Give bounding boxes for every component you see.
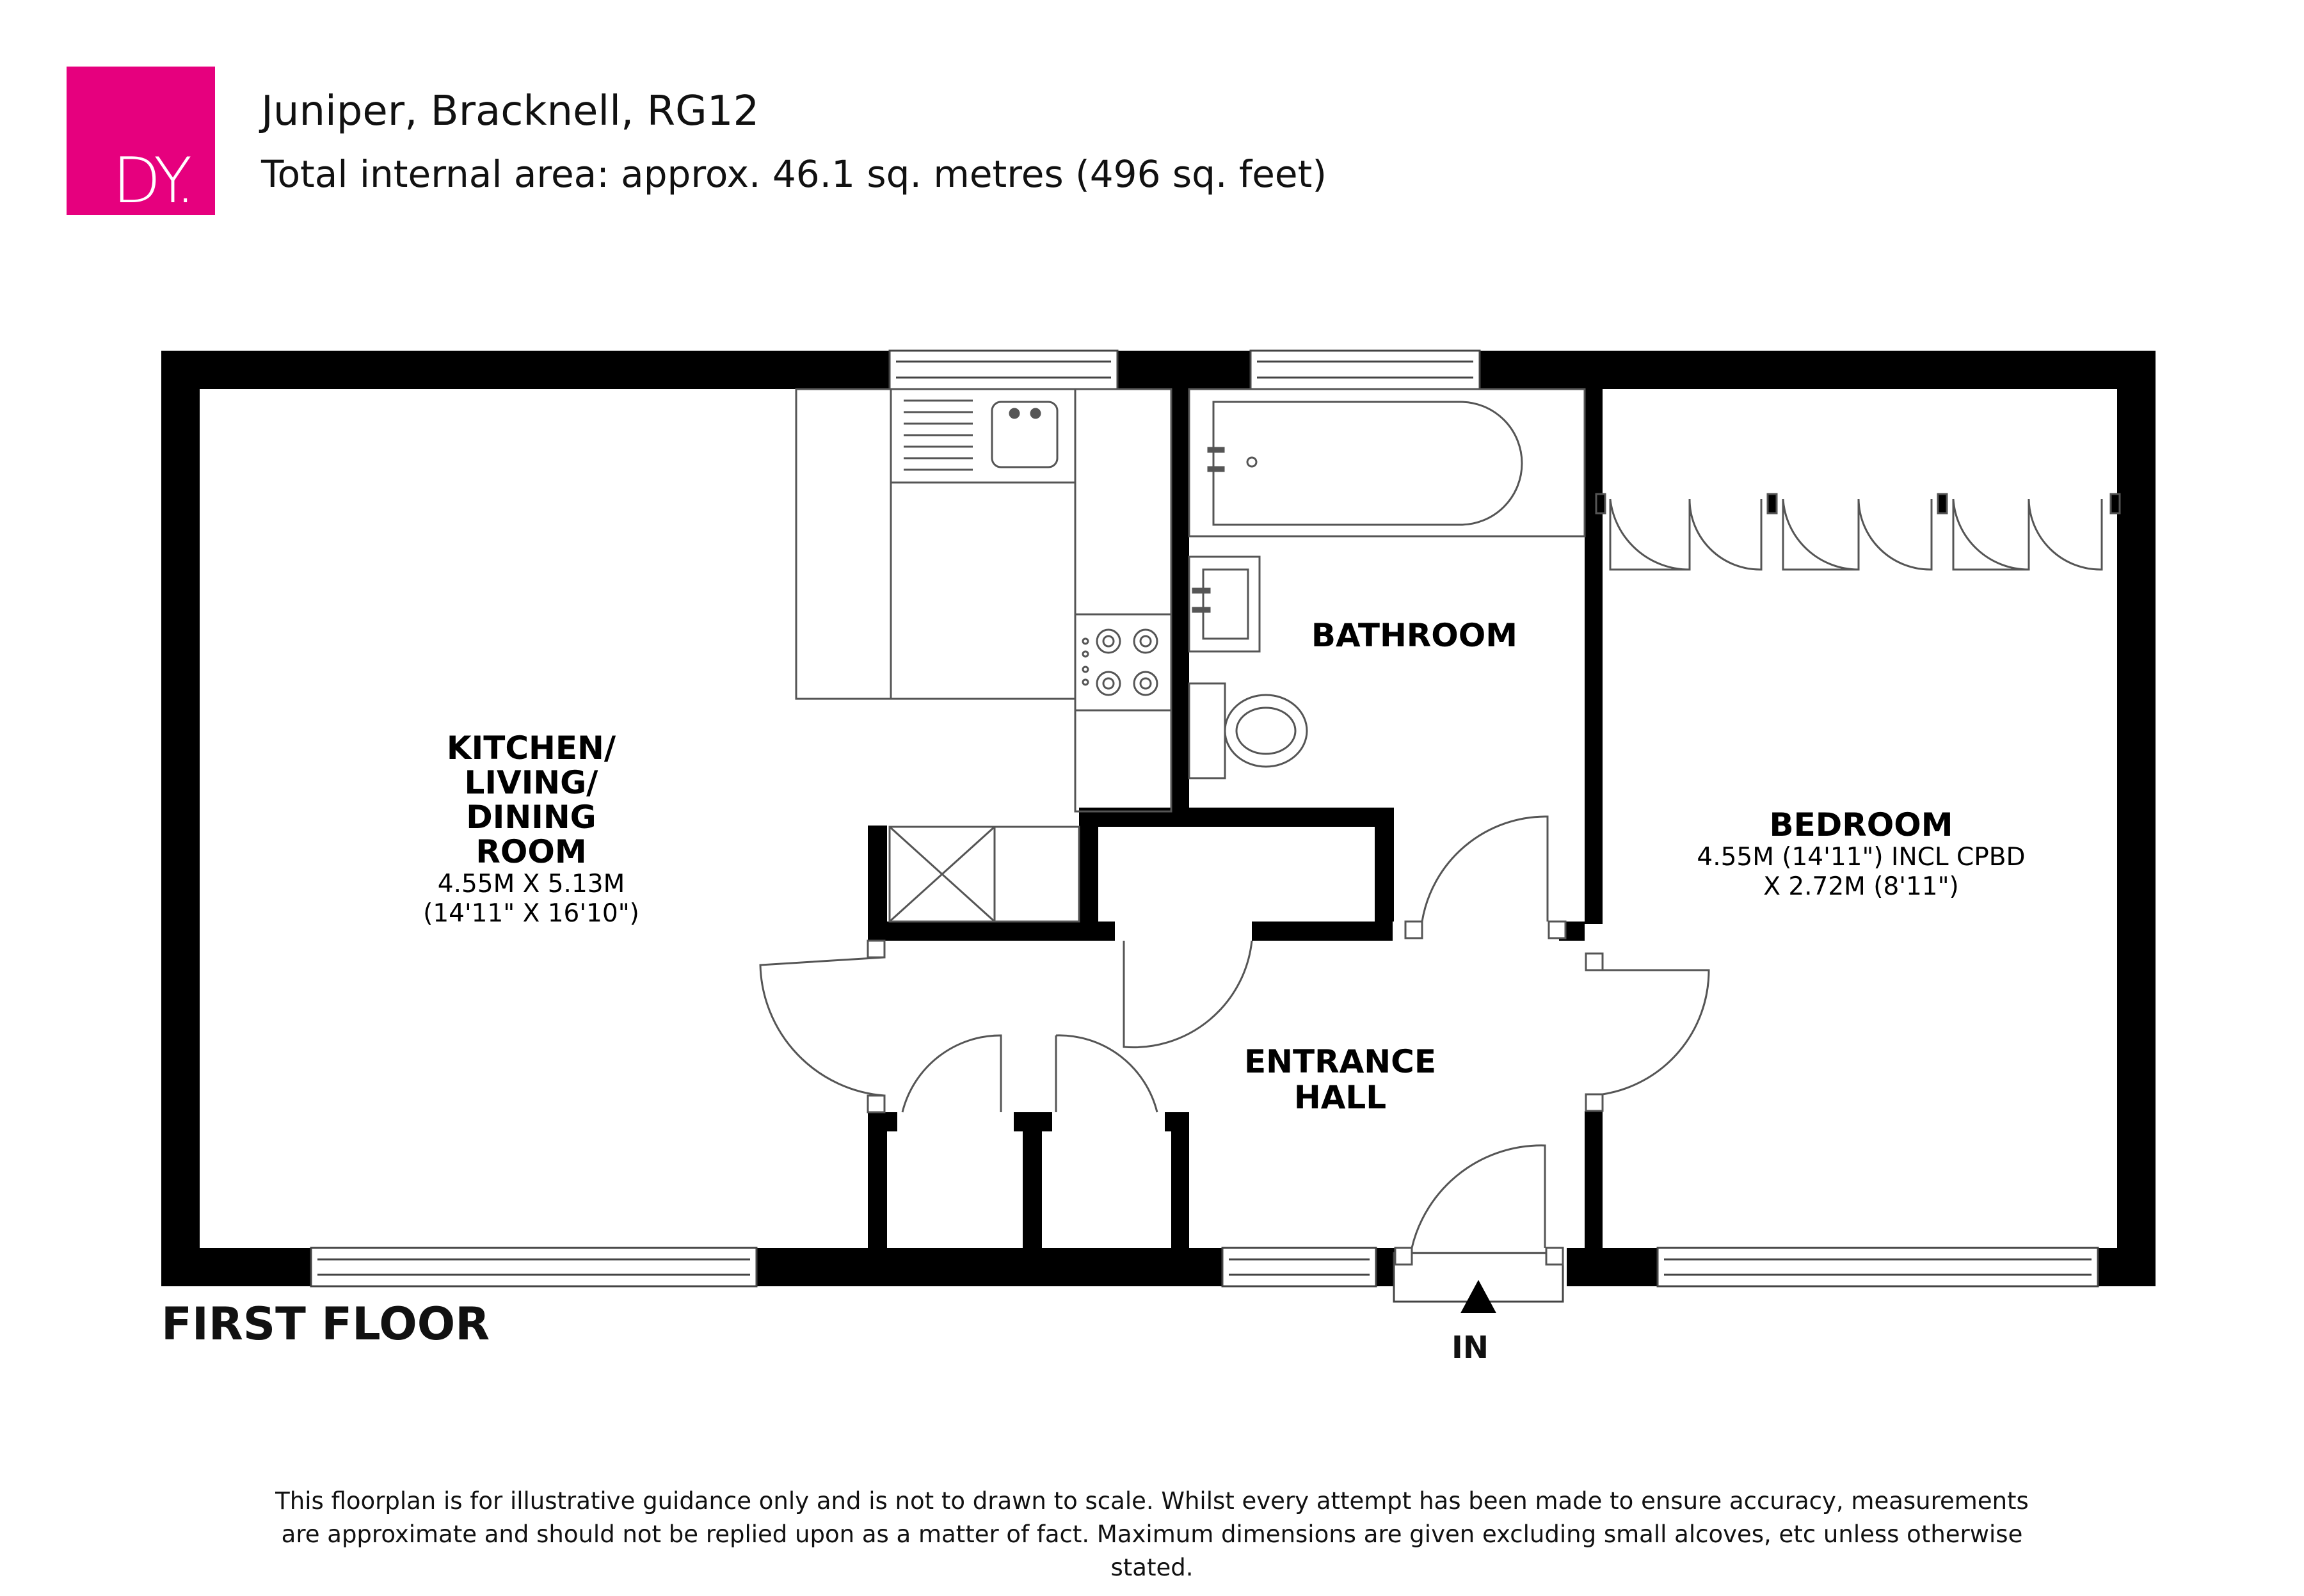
svg-text:ROOM: ROOM: [476, 833, 586, 870]
kitchen-label: KITCHEN/ LIVING/ DINING ROOM 4.55M X 5.1…: [423, 730, 639, 928]
kitchen-fixtures: [795, 388, 1172, 923]
svg-text:KITCHEN/: KITCHEN/: [447, 730, 616, 767]
outer-walls: [161, 351, 2156, 1286]
entrance-arrow-icon: [1460, 1280, 1496, 1313]
bedroom-label: BEDROOM 4.55M (14'11") INCL CPBD X 2.72M…: [1697, 806, 2025, 901]
hall-label: ENTRANCE HALL: [1244, 1043, 1436, 1116]
svg-text:LIVING/: LIVING/: [465, 764, 599, 801]
svg-text:ENTRANCE: ENTRANCE: [1244, 1043, 1436, 1080]
svg-text:4.55M (14'11") INCL CPBD: 4.55M (14'11") INCL CPBD: [1697, 843, 2025, 872]
wc-pan-icon: [1224, 694, 1308, 768]
door-swings: [759, 815, 1710, 1249]
svg-text:BEDROOM: BEDROOM: [1769, 806, 1953, 843]
entrance-label: IN: [1452, 1330, 1489, 1366]
sink-icon: [991, 401, 1059, 468]
page-title: Juniper, Bracknell, RG12: [261, 88, 760, 135]
hob-icon: [1082, 628, 1158, 696]
bathroom-label: BATHROOM: [1311, 617, 1517, 654]
basin-icon: [1188, 555, 1261, 653]
svg-text:X 2.72M (8'11"): X 2.72M (8'11"): [1763, 872, 1959, 901]
svg-text:DINING: DINING: [466, 799, 596, 836]
area-subtitle: Total internal area: approx. 46.1 sq. me…: [261, 152, 1327, 196]
disclaimer-text: This floorplan is for illustrative guida…: [275, 1487, 2029, 1581]
drainer-icon: [904, 399, 973, 471]
bathroom-fixtures: [1188, 388, 1586, 779]
wc-cistern: [1188, 682, 1226, 779]
bath-icon: [1212, 401, 1523, 526]
interior-walls: [868, 351, 1603, 1248]
brand-logo: DY.: [67, 67, 215, 218]
svg-text:4.55M X 5.13M: 4.55M X 5.13M: [438, 870, 625, 898]
svg-text:HALL: HALL: [1294, 1079, 1386, 1116]
svg-text:(14'11" X 16'10"): (14'11" X 16'10"): [423, 899, 639, 928]
logo-text: DY.: [113, 145, 195, 218]
wardrobe: [1595, 493, 2121, 571]
door-jambs: [867, 920, 1604, 1266]
windows: [310, 349, 2099, 1303]
floor-label: FIRST FLOOR: [161, 1298, 490, 1350]
svg-text:BATHROOM: BATHROOM: [1311, 617, 1517, 654]
